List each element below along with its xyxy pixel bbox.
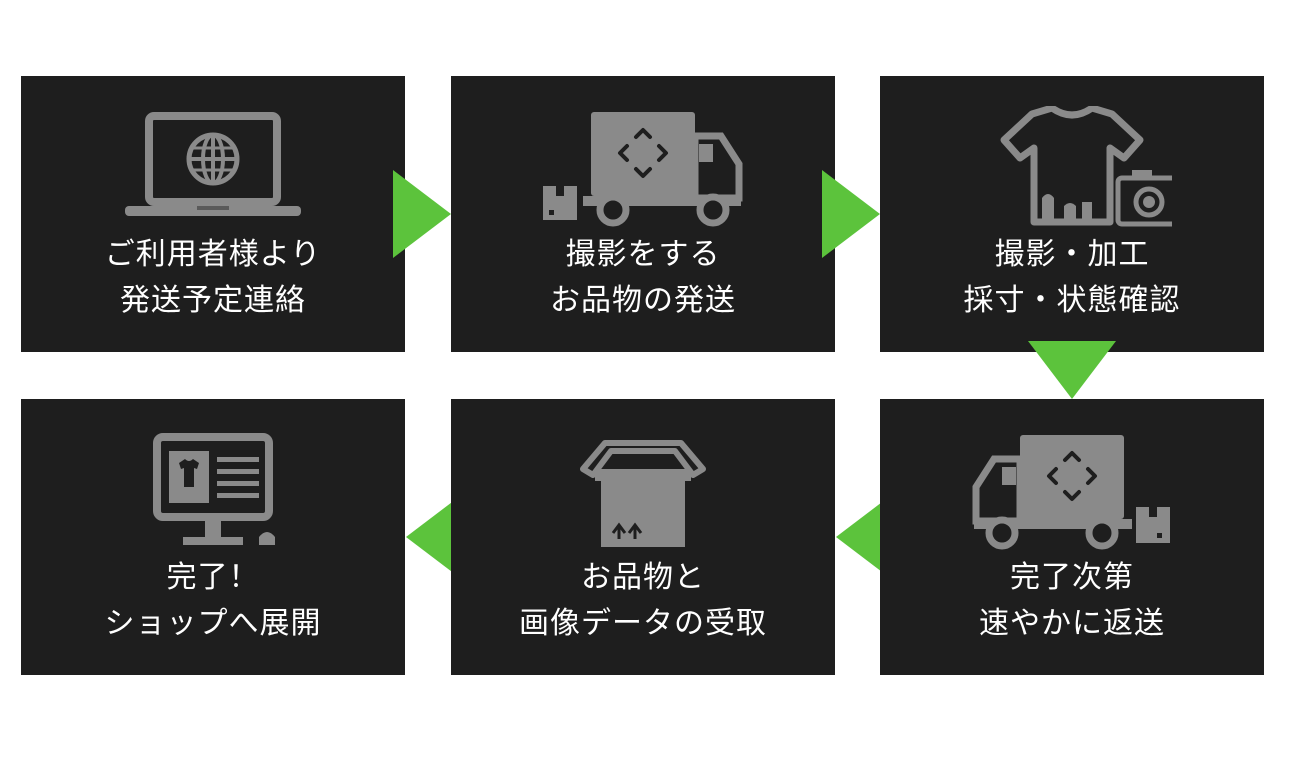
step-label-line2: ショップへ展開	[104, 606, 322, 641]
monitor-shop-icon	[113, 429, 313, 559]
step-label-line2: 発送予定連絡	[120, 283, 306, 318]
arrow-down-icon	[1028, 341, 1116, 399]
step-6-shop: 完了！ ショップへ展開	[21, 399, 405, 675]
step-label: お品物と 画像データの受取	[451, 555, 835, 647]
step-label: ご利用者様より 発送予定連絡	[21, 232, 405, 324]
step-label-line2: 画像データの受取	[519, 606, 767, 641]
tshirt-camera-icon	[972, 106, 1172, 236]
step-label-line1: ご利用者様より	[104, 237, 322, 272]
arrow-right-icon	[822, 170, 880, 258]
step-5-receive: お品物と 画像データの受取	[451, 399, 835, 675]
step-label: 撮影・加工 採寸・状態確認	[880, 232, 1264, 324]
step-label-line1: 完了次第	[1010, 560, 1134, 595]
delivery-truck-icon	[543, 106, 743, 236]
arrow-right-icon	[393, 170, 451, 258]
step-3-photograph: 撮影・加工 採寸・状態確認	[880, 76, 1264, 352]
step-label-line2: 採寸・状態確認	[963, 283, 1181, 318]
step-label-line1: お品物と	[581, 560, 705, 595]
step-label-line2: 速やかに返送	[979, 606, 1165, 641]
step-label: 撮影をする お品物の発送	[451, 232, 835, 324]
step-1-request: ご利用者様より 発送予定連絡	[21, 76, 405, 352]
return-truck-icon	[972, 429, 1172, 559]
step-label-line2: お品物の発送	[550, 283, 736, 318]
laptop-globe-icon	[113, 106, 313, 236]
step-label-line1: 撮影・加工	[994, 237, 1150, 272]
step-4-return: 完了次第 速やかに返送	[880, 399, 1264, 675]
open-box-icon	[543, 429, 743, 559]
step-label-line1: 完了！	[166, 560, 260, 595]
step-2-ship: 撮影をする お品物の発送	[451, 76, 835, 352]
step-label: 完了次第 速やかに返送	[880, 555, 1264, 647]
step-label-line1: 撮影をする	[565, 237, 721, 272]
step-label: 完了！ ショップへ展開	[21, 555, 405, 647]
